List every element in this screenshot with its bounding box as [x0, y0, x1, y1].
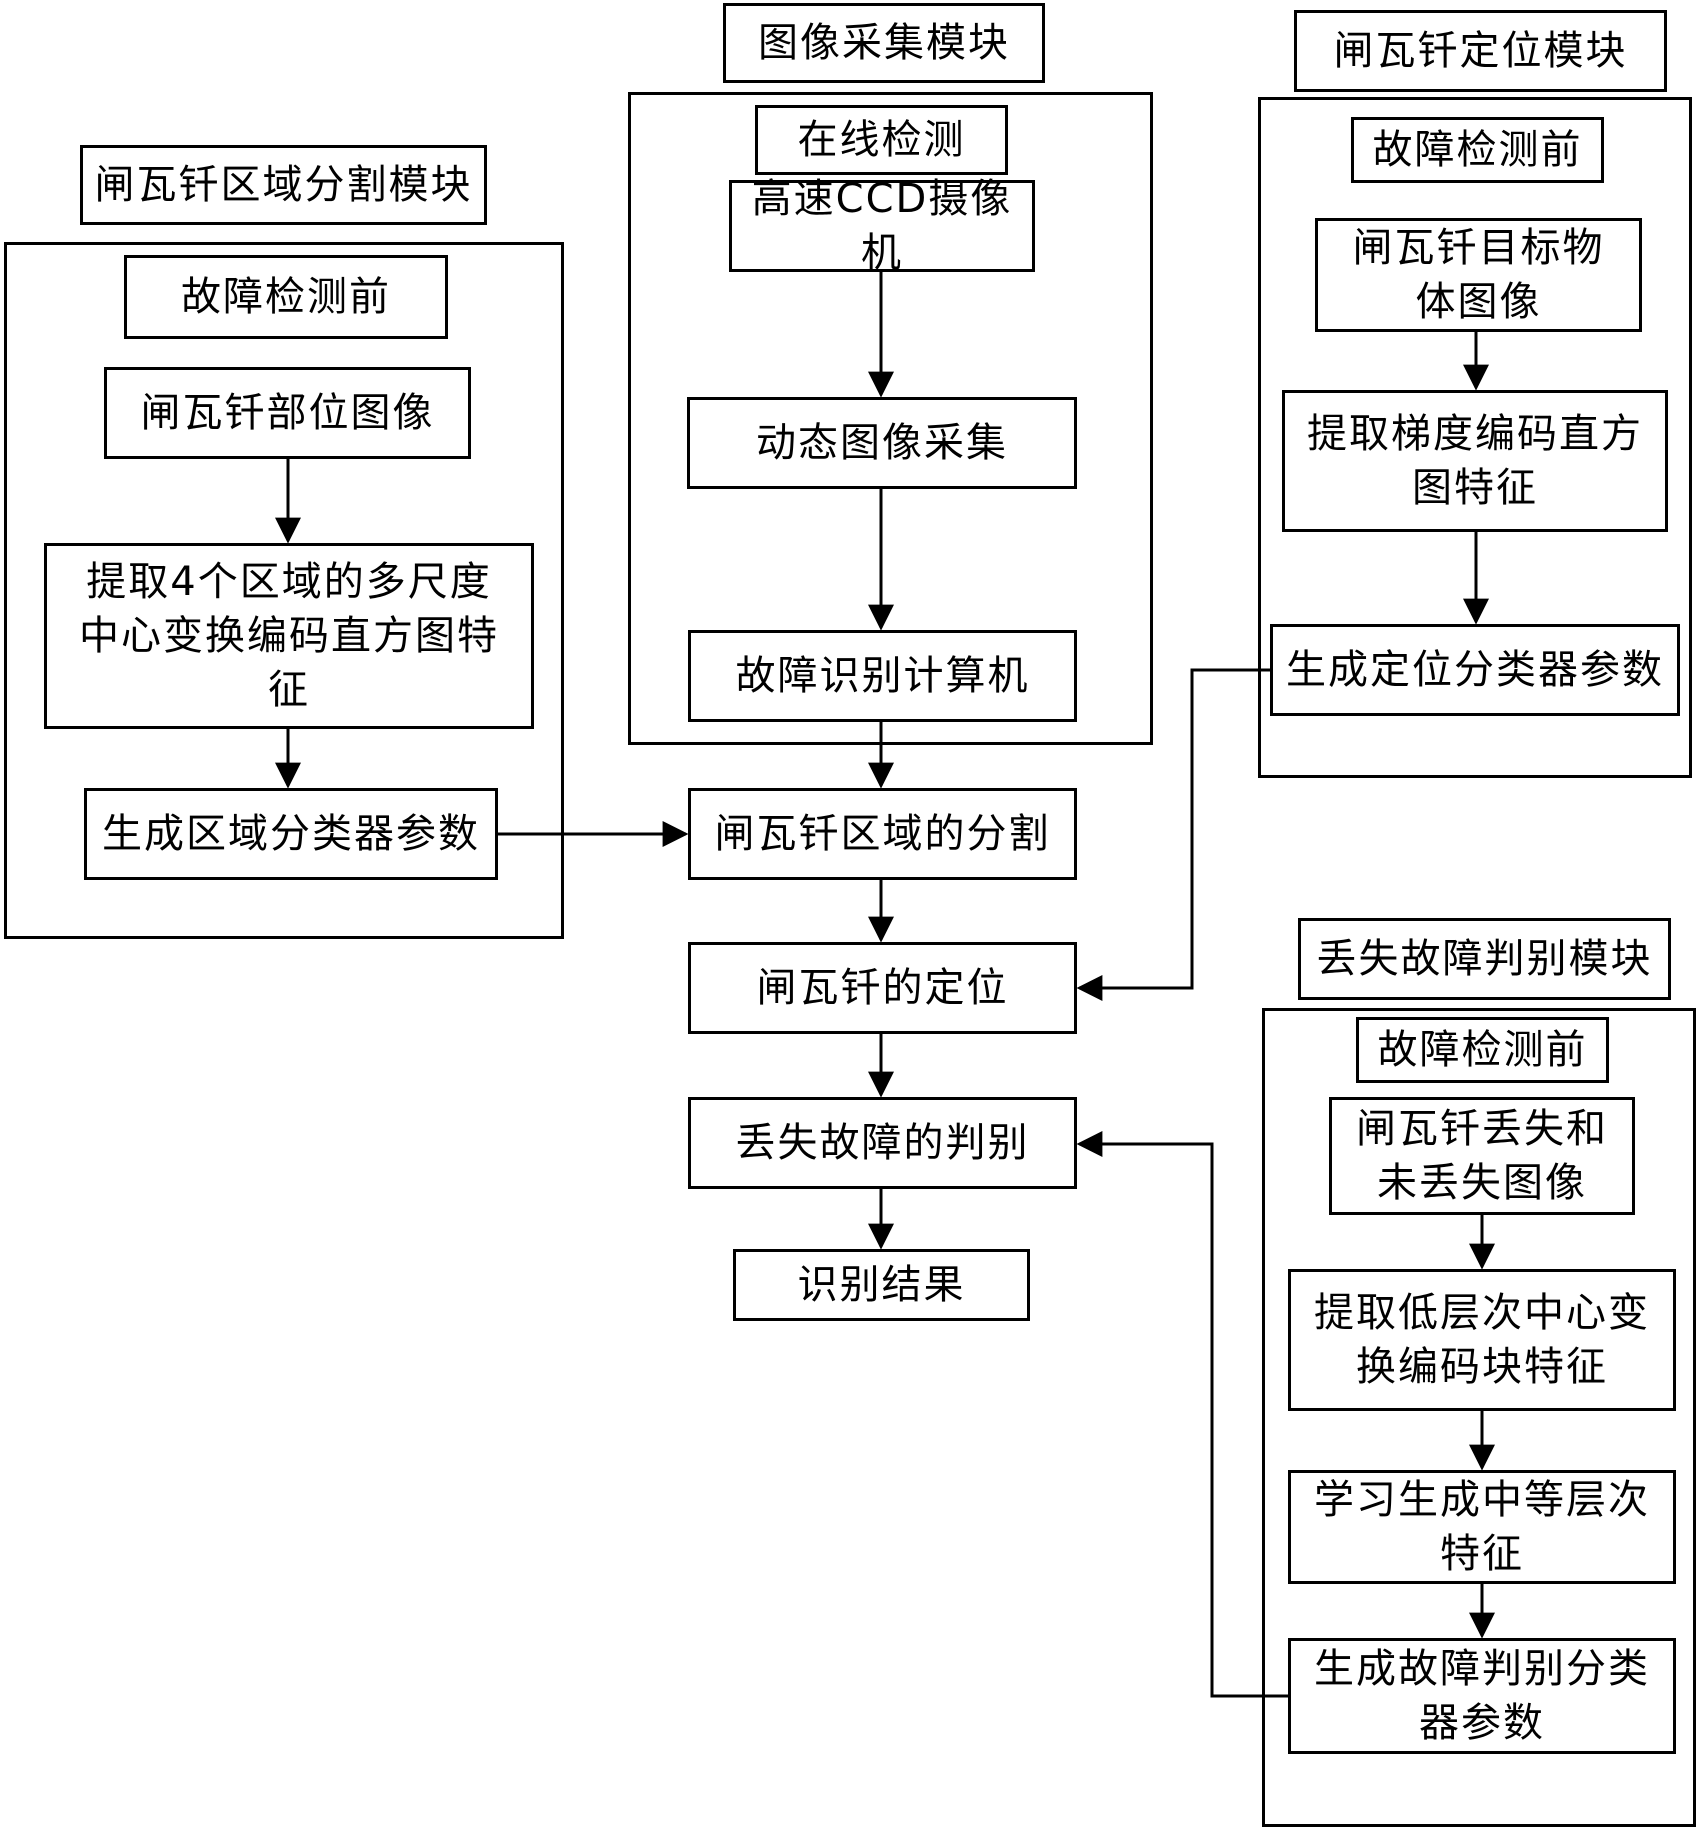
arrow-loc-params-to-pipeline — [1079, 670, 1270, 988]
arrow-loss-params-to-pipeline — [1079, 1144, 1288, 1696]
